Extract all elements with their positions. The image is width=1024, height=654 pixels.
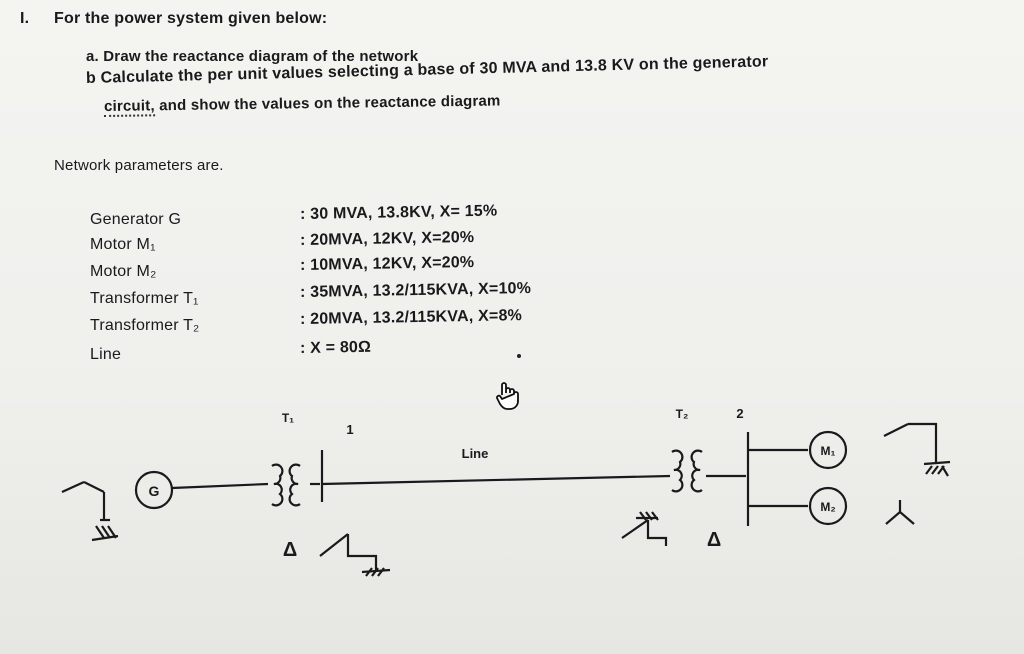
generator-connection xyxy=(171,482,269,490)
param-value-motor-2: : 10MVA, 12KV, X=20% xyxy=(299,253,475,274)
t2-label: T₂ xyxy=(676,407,689,421)
stray-dot xyxy=(517,354,521,358)
line-label: Line xyxy=(462,446,489,461)
param-name-motor-1: Motor M₁ xyxy=(90,236,156,253)
question-part-b-rest: and show the values on the reactance dia… xyxy=(154,92,501,115)
transmission-line xyxy=(321,474,671,486)
param-value-transformer-2: : 20MVA, 13.2/115KVA, X=8% xyxy=(299,307,523,328)
param-value-generator: : 30 MVA, 13.8KV, X= 15% xyxy=(299,202,498,223)
single-line-diagram: G T₁ Δ 1 Line T₂ 2 xyxy=(61,406,951,577)
param-name-motor-2: Motor M₂ xyxy=(90,263,157,280)
network-params-title: Network parameters are. xyxy=(54,157,224,174)
generator-symbol: G xyxy=(134,470,174,510)
transformer-t2-symbol xyxy=(671,449,703,493)
generator-ground-symbol xyxy=(61,480,119,542)
generator-label: G xyxy=(149,483,160,499)
motor-2-symbol: M₂ xyxy=(808,486,848,526)
param-name-transformer-2: Transformer T₂ xyxy=(90,317,200,334)
motor-2-label: M₂ xyxy=(820,500,835,514)
motor-1-symbol: M₁ xyxy=(808,430,848,470)
hand-pointer-icon xyxy=(493,381,521,416)
motor-1-label: M₁ xyxy=(821,444,836,458)
param-value-motor-1: : 20MVA, 12KV, X=20% xyxy=(299,228,475,249)
param-value-line: : X = 80Ω xyxy=(299,338,372,357)
t1-delta-symbol: Δ xyxy=(283,539,297,561)
transformer-t1-symbol xyxy=(271,463,301,507)
param-name-generator: Generator G xyxy=(90,211,182,228)
t2-ground-symbol xyxy=(621,511,668,546)
param-name-line: Line xyxy=(90,346,122,363)
t2-delta-symbol: Δ xyxy=(707,529,721,551)
question-number: I. xyxy=(20,10,30,27)
t1-ground-symbol xyxy=(319,533,391,577)
motor-1-ground-symbol xyxy=(883,422,951,477)
bus-1-label: 1 xyxy=(346,422,353,437)
underlined-word: circuit, xyxy=(103,97,155,117)
bus-2-label: 2 xyxy=(736,406,743,421)
question-stem: For the power system given below: xyxy=(54,10,328,27)
t1-label: T₁ xyxy=(282,411,294,425)
motor-2-wye-symbol xyxy=(885,500,915,525)
param-name-transformer-1: Transformer T₁ xyxy=(90,290,199,307)
question-part-b-continued: circuit, and show the values on the reac… xyxy=(103,92,501,117)
question-part-a: a. Draw the reactance diagram of the net… xyxy=(86,48,419,65)
param-value-transformer-1: : 35MVA, 13.2/115KVA, X=10% xyxy=(299,279,532,301)
